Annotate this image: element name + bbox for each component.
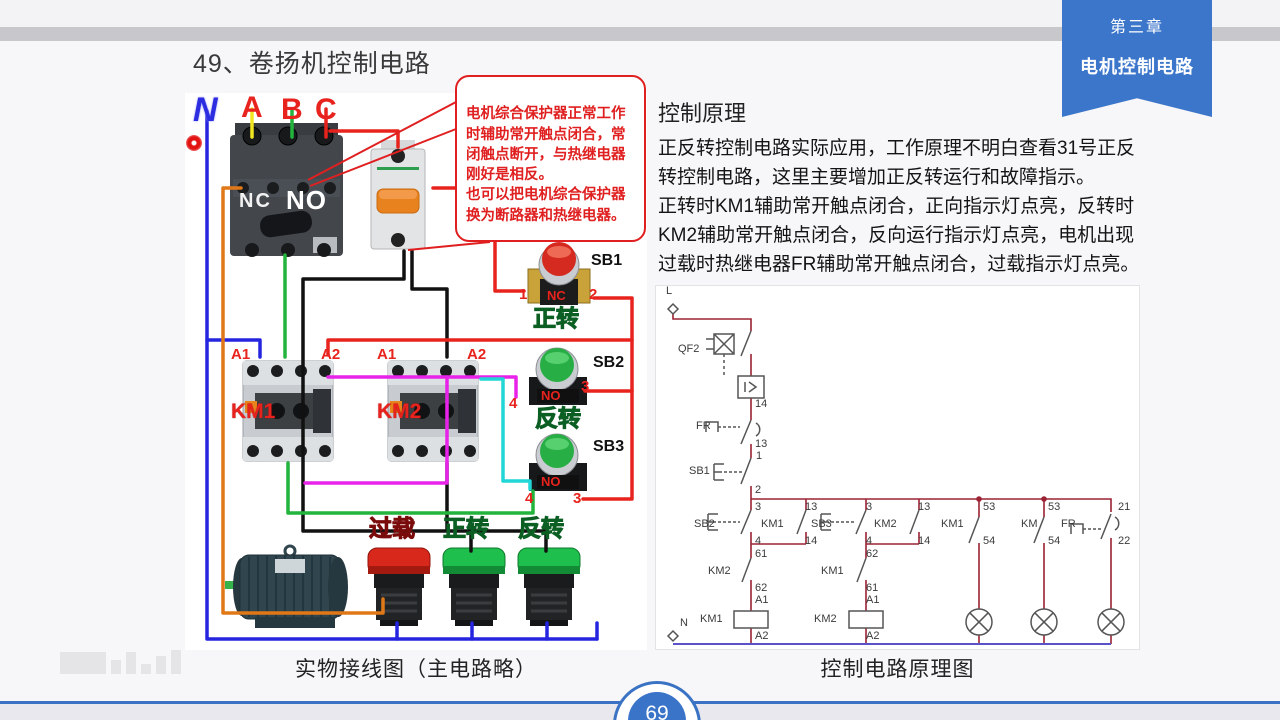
annotation-callout: 电机综合保护器正常工作时辅助常开触点闭合，常闭触点断开，与热继电器刚好是相反。 …	[455, 75, 646, 242]
principle-paragraph-1: 正反转控制电路实际应用，工作原理不明白查看31号正反转控制电路，这里主要增加正反…	[658, 138, 1136, 188]
pushbutton-sb2	[529, 347, 587, 405]
lamp-symbol-reverse	[1030, 608, 1058, 636]
sb2-no-pushbutton-symbol	[707, 509, 752, 535]
schematic-symbols	[666, 302, 1125, 643]
control-principle-block: 控制原理 正反转控制电路实际应用，工作原理不明白查看31号正反转控制电路，这里主…	[658, 96, 1140, 279]
km2-no-contact-symbol	[909, 509, 920, 535]
right-figure-caption: 控制电路原理图	[820, 658, 975, 681]
wires	[205, 107, 634, 641]
chapter-number: 第三章	[1109, 19, 1164, 36]
km1-lamp-contact-symbol	[968, 516, 980, 544]
fr-nc-contact-symbol	[705, 419, 761, 445]
pointer-highlight-dot	[186, 135, 202, 151]
chapter-title: 电机控制电路	[1080, 57, 1194, 77]
km2-coil-symbol	[848, 610, 884, 629]
chapter-ribbon: 第三章 电机控制电路	[1062, 0, 1212, 117]
lamp-symbol-forward	[965, 608, 993, 636]
fr-lamp-contact-symbol	[1070, 513, 1120, 540]
contactor-km1	[242, 360, 334, 462]
principle-heading: 控制原理	[658, 101, 747, 126]
principle-paragraph-2: 正转时KM1辅助常开触点闭合，正向指示灯点亮，反转时KM2辅助常开触点闭合，反向…	[658, 195, 1140, 275]
left-figure-caption: 实物接线图（主电路略）	[295, 658, 537, 681]
watermark	[60, 650, 181, 674]
annotation-pointer-lines	[307, 101, 491, 251]
motor-protector	[230, 123, 343, 257]
motor	[225, 544, 348, 628]
contactor-km2	[387, 360, 479, 462]
qf2-breaker-symbol	[706, 330, 765, 399]
km2-nc-interlock-symbol	[741, 557, 752, 583]
schematic-conductors	[672, 314, 1112, 644]
lamp-symbol-overload	[1097, 608, 1125, 636]
km1-coil-symbol	[733, 610, 769, 629]
schematic-artwork	[666, 302, 1125, 645]
km1-nc-interlock-symbol	[856, 557, 867, 583]
annotation-text: 电机综合保护器正常工作时辅助常开触点闭合，常闭触点断开，与热继电器刚好是相反。 …	[466, 106, 626, 224]
km2-lamp-contact-symbol	[1033, 516, 1045, 544]
junction-dot	[1041, 496, 1047, 502]
sb1-nc-pushbutton-symbol	[713, 457, 752, 485]
junction-dot	[976, 496, 982, 502]
circuit-breaker	[370, 140, 426, 250]
wiring-artwork	[205, 101, 634, 641]
page-number: 69	[645, 702, 669, 720]
pushbutton-sb1	[527, 242, 591, 305]
km1-no-contact-symbol	[796, 509, 807, 535]
page-title: 49、卷扬机控制电路	[193, 50, 431, 78]
indicator-light-forward	[442, 547, 506, 626]
indicator-light-reverse	[517, 547, 581, 626]
sb3-no-pushbutton-symbol	[820, 509, 867, 535]
header-divider-band	[0, 27, 1280, 41]
pushbutton-sb3	[529, 433, 587, 491]
